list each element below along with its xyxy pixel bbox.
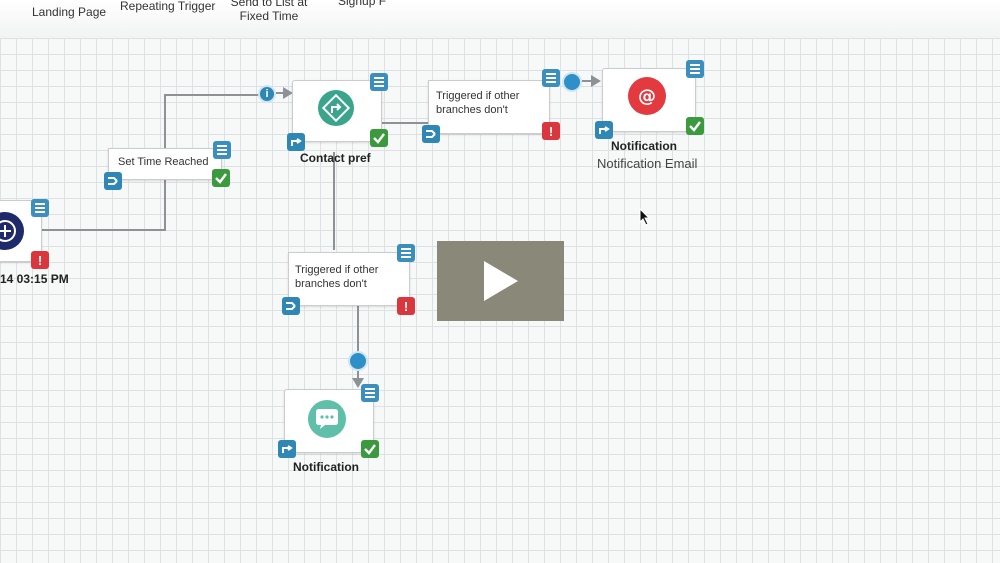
- menu-icon[interactable]: [542, 69, 560, 87]
- turn-arrow-icon: [318, 90, 354, 126]
- shuffle-icon[interactable]: [422, 125, 440, 143]
- warning-icon: !: [31, 251, 49, 269]
- check-icon: [686, 117, 704, 135]
- route-icon[interactable]: [287, 133, 305, 151]
- connector-dot[interactable]: [348, 351, 368, 371]
- arrow-icon: [283, 87, 293, 99]
- connector-line: [276, 92, 286, 94]
- connector-line: [380, 122, 428, 124]
- info-icon[interactable]: i: [258, 85, 276, 103]
- menu-icon[interactable]: [370, 73, 388, 91]
- trigger-top-line1: Triggered if other: [436, 90, 520, 102]
- contact-pref-label: Contact pref: [300, 151, 371, 165]
- set-time-reached-node[interactable]: [108, 148, 222, 180]
- toolbar-item-signup[interactable]: Signup F: [338, 0, 387, 8]
- menu-icon[interactable]: [31, 199, 49, 217]
- notification-email-subtitle: Notification Email: [597, 156, 698, 171]
- play-icon: [483, 261, 518, 301]
- check-icon: [370, 129, 388, 147]
- route-icon[interactable]: [595, 121, 613, 139]
- notification-email-title: Notification: [611, 139, 677, 153]
- connector-dot[interactable]: [562, 72, 582, 92]
- check-icon: [361, 440, 379, 458]
- connector-line: [40, 229, 166, 231]
- start-time-label: 14 03:15 PM: [0, 272, 69, 286]
- connector-line: [357, 370, 359, 382]
- arrow-icon: [352, 378, 364, 388]
- check-icon: [212, 169, 230, 187]
- notification-title: Notification: [293, 460, 359, 474]
- trigger-node-mid[interactable]: [288, 252, 410, 306]
- svg-text:@: @: [638, 86, 656, 107]
- warning-icon: !: [397, 297, 415, 315]
- toolbar-item-repeating-trigger[interactable]: Repeating Trigger: [120, 0, 216, 13]
- at-icon: @: [628, 77, 666, 115]
- toolbar-item-line2: Fixed Time: [239, 9, 299, 23]
- connector-line: [164, 94, 260, 96]
- toolbar-item-landing-page[interactable]: Landing Page: [32, 5, 107, 19]
- toolbar-item-line1: Send to List at: [230, 0, 308, 9]
- trigger-node-top[interactable]: [428, 80, 550, 134]
- arrow-icon: [591, 75, 601, 87]
- set-time-reached-label: Set Time Reached: [118, 156, 209, 168]
- warning-icon: !: [542, 122, 560, 140]
- trigger-mid-line1: Triggered if other: [295, 264, 379, 276]
- connector-line: [357, 304, 359, 352]
- cursor-icon: [639, 208, 651, 226]
- menu-icon[interactable]: [686, 60, 704, 78]
- trigger-top-line2: branches don't: [436, 104, 508, 116]
- start-node[interactable]: [0, 200, 42, 262]
- connector-line: [333, 152, 335, 250]
- menu-icon[interactable]: [397, 244, 415, 262]
- toolbar-item-send-to-list[interactable]: Send to List at Fixed Time: [229, 0, 309, 23]
- menu-icon[interactable]: [361, 384, 379, 402]
- chat-icon: [308, 400, 346, 438]
- start-icon: [0, 212, 24, 250]
- route-icon[interactable]: [278, 440, 296, 458]
- connector-line: [582, 80, 594, 82]
- menu-icon[interactable]: [213, 141, 231, 159]
- toolbar: Landing Page Repeating Trigger Send to L…: [0, 0, 1000, 41]
- shuffle-icon[interactable]: [282, 297, 300, 315]
- shuffle-icon[interactable]: [104, 172, 122, 190]
- trigger-top-text: Triggered if other branches don't: [436, 89, 519, 117]
- play-button[interactable]: [437, 241, 564, 321]
- trigger-mid-text: Triggered if other branches don't: [295, 263, 378, 291]
- trigger-mid-line2: branches don't: [295, 278, 367, 290]
